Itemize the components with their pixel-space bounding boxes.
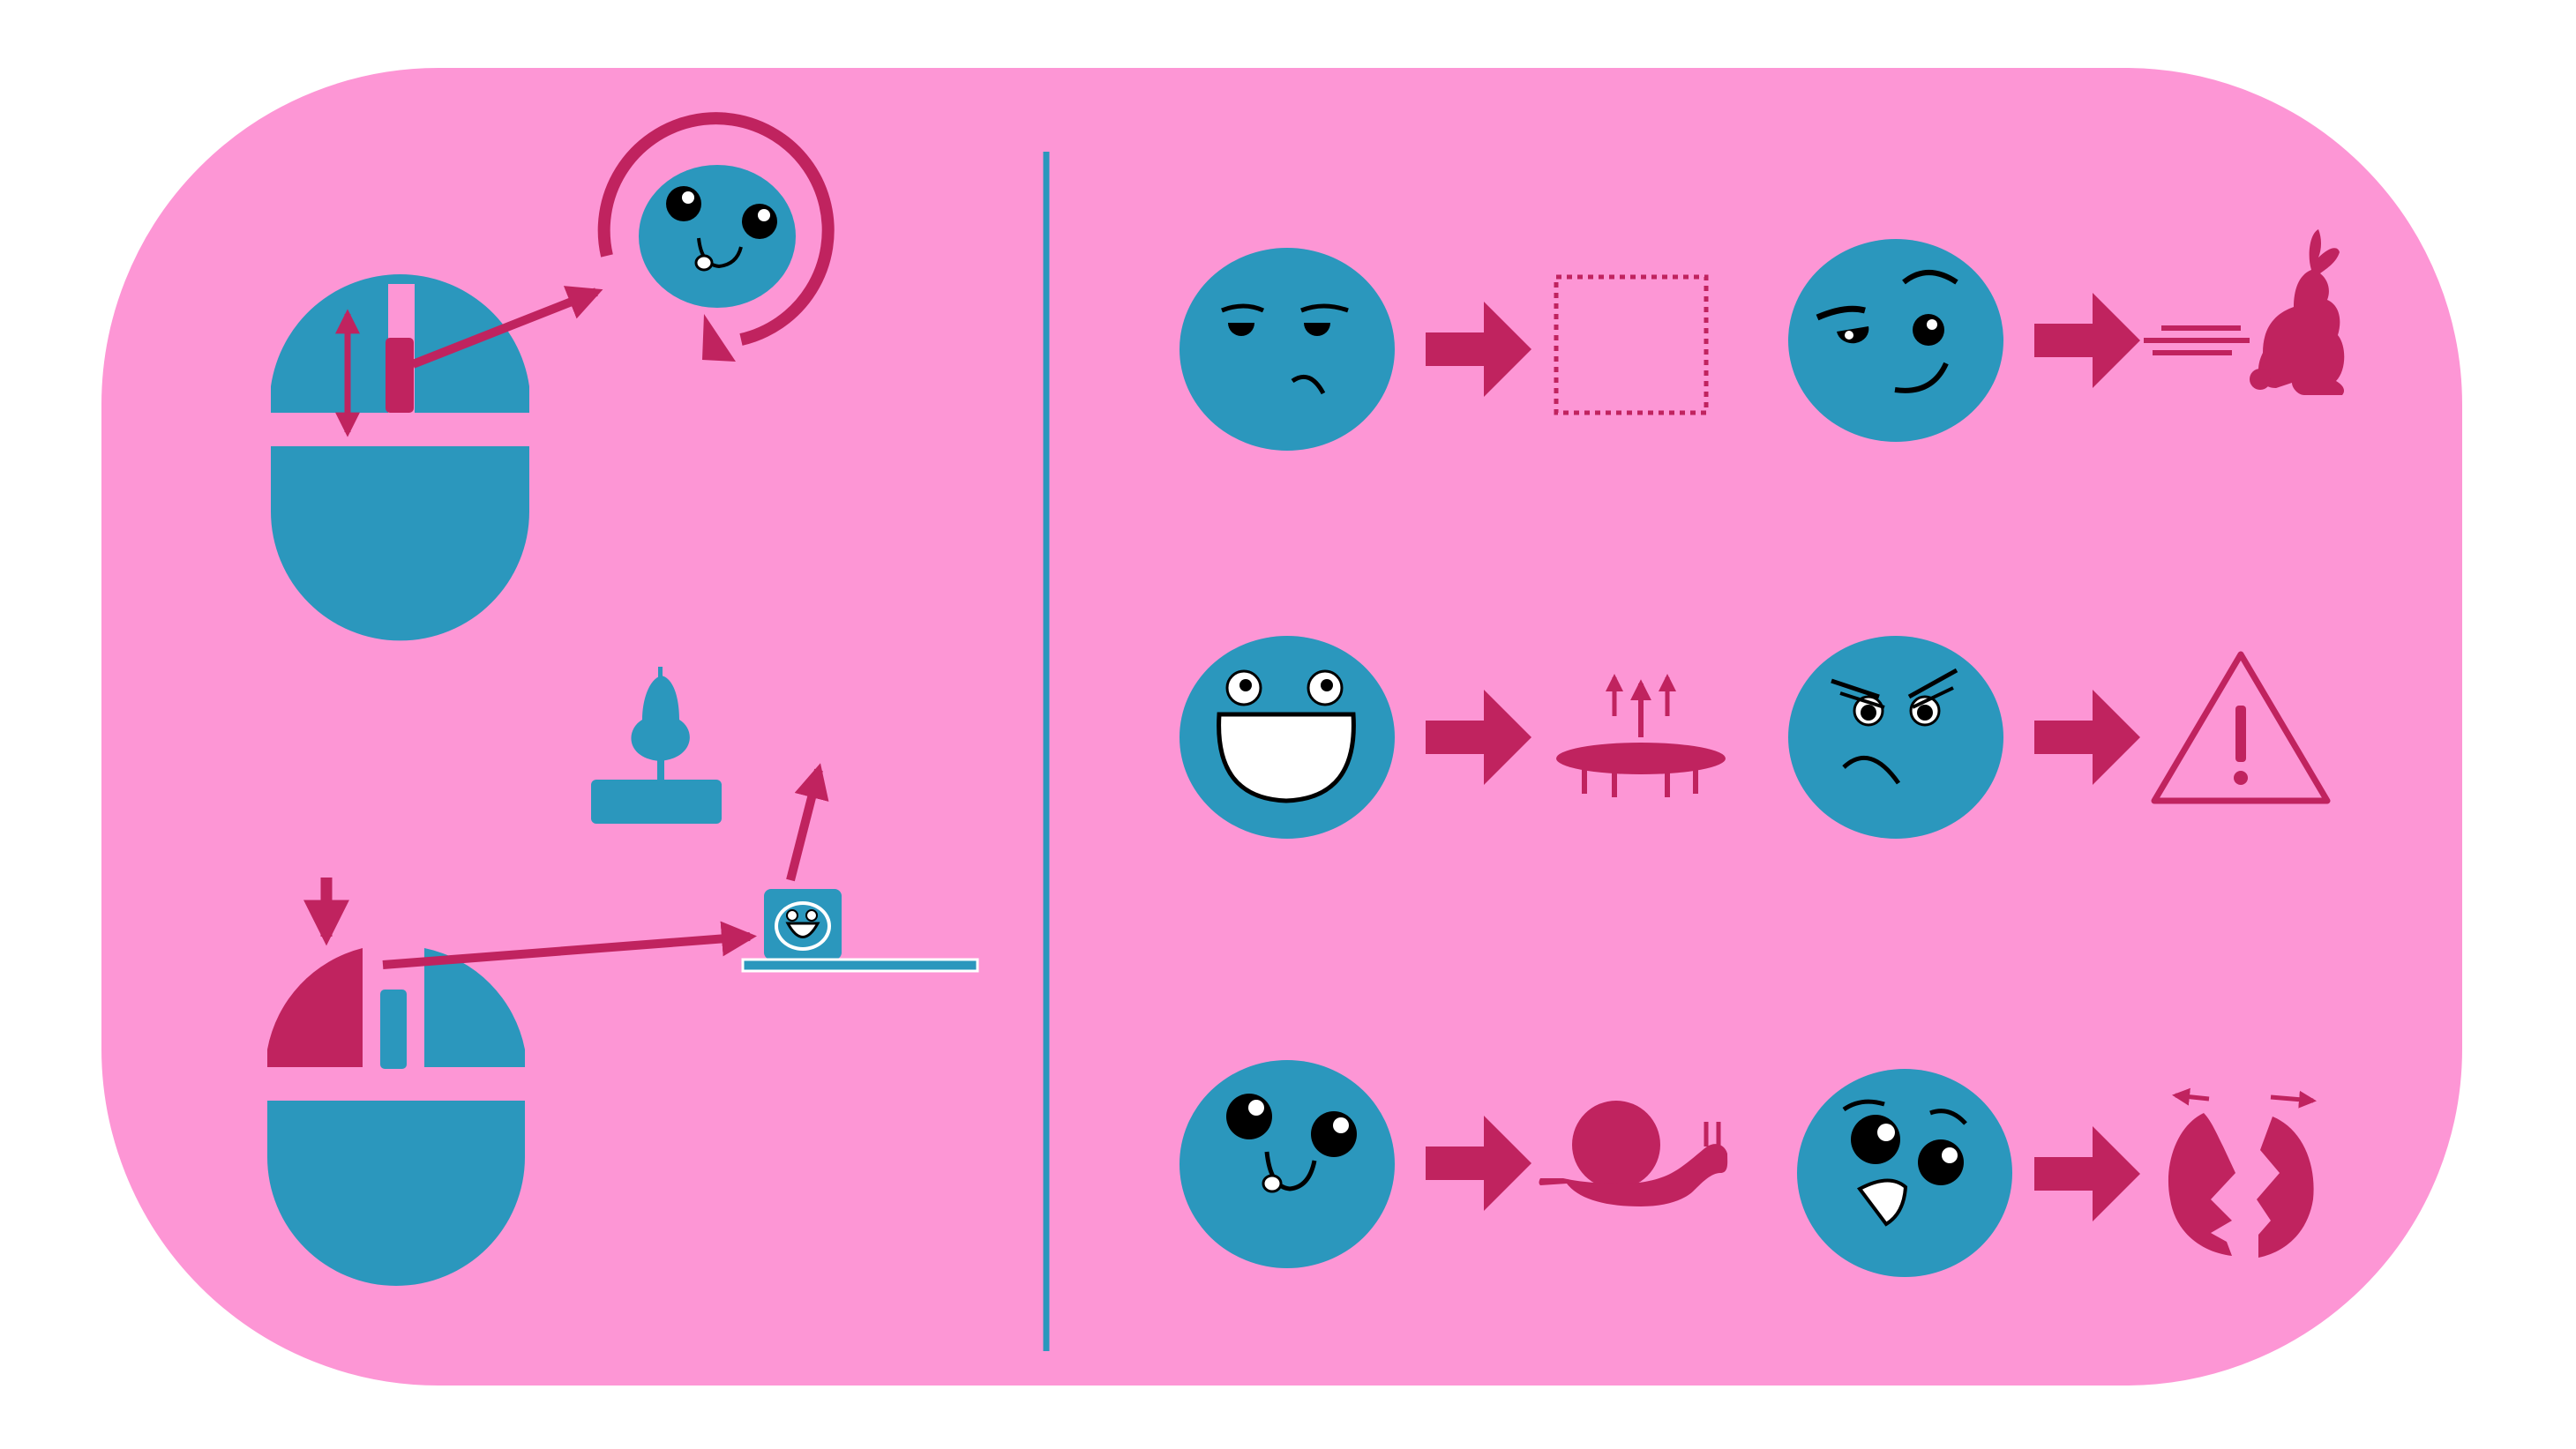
link-arrow xyxy=(382,921,757,969)
row-2-left xyxy=(1179,636,1726,839)
row-3-right xyxy=(1797,1069,2317,1277)
pear-icon xyxy=(591,667,722,824)
empty-dotted-box-icon xyxy=(1554,274,1709,415)
trampoline-icon xyxy=(1556,674,1726,797)
warning-triangle-icon xyxy=(2151,651,2331,804)
unimpressed-face-icon xyxy=(1179,248,1395,451)
scroll-wheel-rotate-hint xyxy=(271,112,835,641)
result-arrow xyxy=(1426,302,1531,397)
link-arrow xyxy=(411,286,603,369)
rotate-arrow-icon xyxy=(597,112,835,346)
fast-rabbit-icon xyxy=(2144,229,2345,395)
rotate-arrow-head xyxy=(702,314,736,362)
character-block-icon xyxy=(764,889,842,960)
row-3-left xyxy=(1179,1060,1728,1268)
broken-egg-icon xyxy=(2168,1087,2317,1258)
jump-arrow xyxy=(786,763,829,882)
result-arrow xyxy=(1426,1116,1531,1211)
platform-icon xyxy=(741,958,979,973)
row-1-right xyxy=(1788,229,2345,442)
result-arrow xyxy=(2034,690,2140,785)
pear-platform xyxy=(591,780,722,824)
scroll-wheel-icon xyxy=(386,338,414,413)
result-arrow xyxy=(2034,293,2140,388)
row-1-left xyxy=(1179,248,1709,451)
angry-face-icon xyxy=(1788,636,2003,839)
row-2-right xyxy=(1788,636,2331,839)
playful-face-icon xyxy=(1179,1060,1395,1268)
mouse-icon xyxy=(267,948,525,1286)
grinning-face-icon xyxy=(1179,636,1395,839)
left-click-jump-hint xyxy=(267,667,979,1286)
smug-face-icon xyxy=(1788,239,2003,442)
character-face-icon xyxy=(639,165,796,308)
result-arrow xyxy=(2034,1126,2140,1221)
left-button-icon xyxy=(267,948,363,1067)
snail-icon xyxy=(1539,1101,1728,1206)
result-arrow xyxy=(1426,690,1531,785)
scared-face-icon xyxy=(1797,1069,2012,1277)
